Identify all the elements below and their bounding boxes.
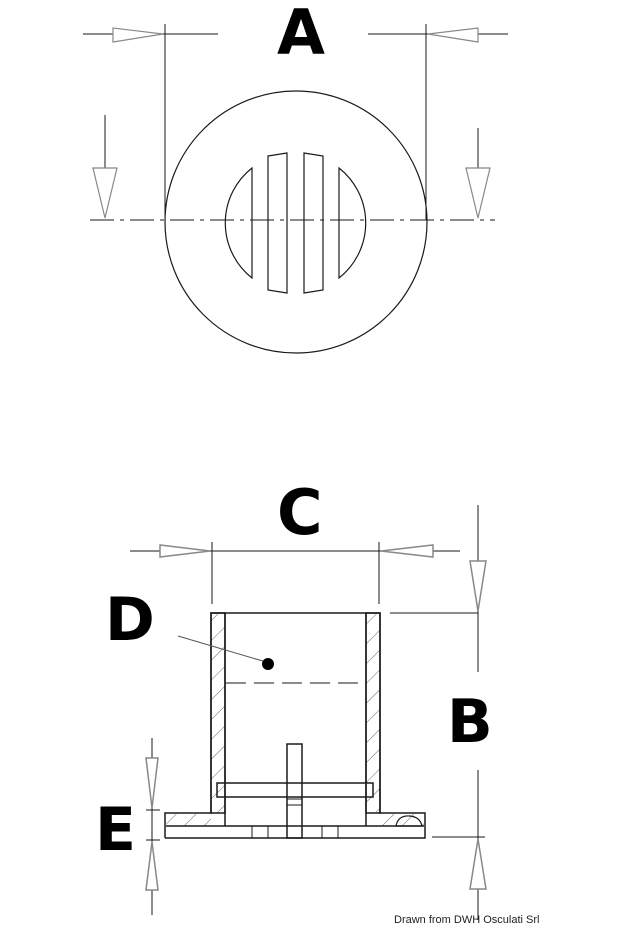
dimension-label-e: E: [95, 795, 136, 865]
dimension-label-a: A: [277, 0, 325, 69]
credit-text: Drawn from DWH Osculati Srl: [394, 914, 540, 926]
dimension-label-c: C: [277, 476, 323, 549]
dimension-label-b: B: [447, 687, 493, 757]
top-view: [83, 24, 508, 354]
dimension-label-d: D: [105, 585, 155, 655]
section-view: [130, 505, 487, 920]
